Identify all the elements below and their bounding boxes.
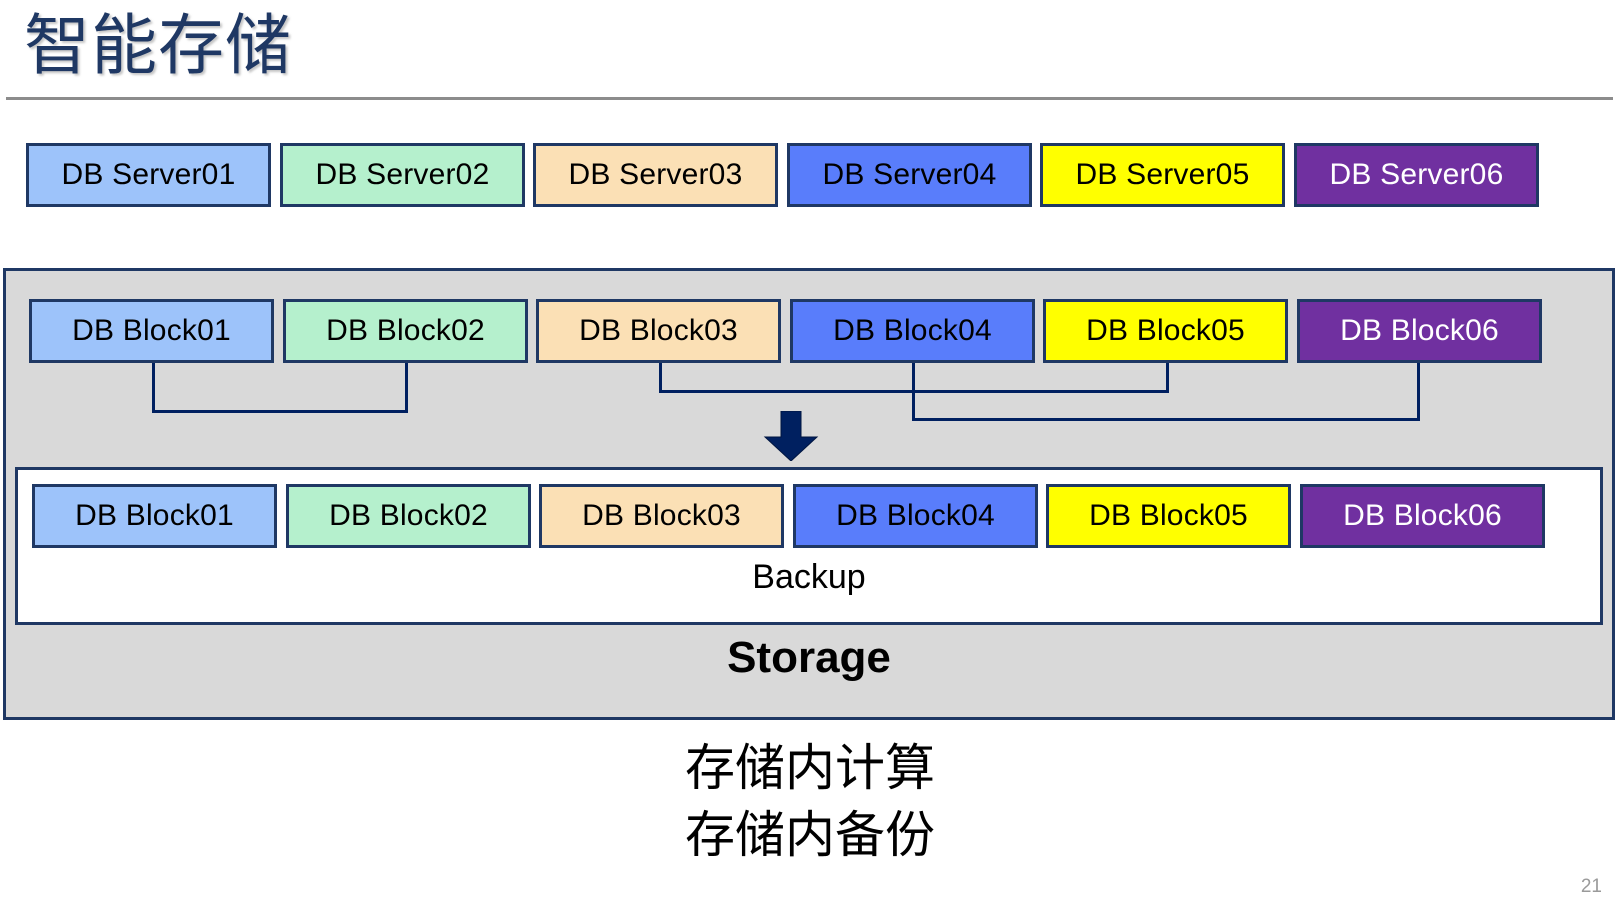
db-block-backup-label: DB Block03 bbox=[582, 499, 741, 532]
db-block-label: DB Block04 bbox=[833, 314, 992, 347]
db-server-1[interactable]: DB Server01 bbox=[26, 143, 271, 207]
connector-segment bbox=[912, 418, 1420, 421]
db-block-backup-label: DB Block04 bbox=[836, 499, 995, 532]
connector-segment bbox=[152, 410, 408, 413]
db-server-label: DB Server03 bbox=[568, 158, 743, 191]
storage-label: Storage bbox=[727, 633, 891, 682]
connector-segment bbox=[912, 363, 915, 421]
db-block-label: DB Block05 bbox=[1086, 314, 1245, 347]
down-arrow-icon bbox=[763, 411, 819, 461]
caption-line-1: 存储内计算 bbox=[685, 739, 935, 797]
db-server-label: DB Server01 bbox=[61, 158, 236, 191]
db-block-backup-6[interactable]: DB Block06 bbox=[1300, 484, 1545, 548]
db-block-5[interactable]: DB Block05 bbox=[1043, 299, 1288, 363]
caption-text: 存储内计算存储内备份 bbox=[0, 735, 1620, 868]
db-block-2[interactable]: DB Block02 bbox=[283, 299, 528, 363]
db-server-label: DB Server05 bbox=[1075, 158, 1250, 191]
db-server-5[interactable]: DB Server05 bbox=[1040, 143, 1285, 207]
db-server-label: DB Server02 bbox=[315, 158, 490, 191]
connector-segment bbox=[405, 363, 408, 413]
db-block-backup-label: DB Block05 bbox=[1089, 499, 1248, 532]
db-server-6[interactable]: DB Server06 bbox=[1294, 143, 1539, 207]
db-server-2[interactable]: DB Server02 bbox=[280, 143, 525, 207]
connector-segment bbox=[659, 363, 662, 393]
db-block-1[interactable]: DB Block01 bbox=[29, 299, 274, 363]
connector-segment bbox=[1417, 363, 1420, 421]
connector-segment bbox=[152, 363, 155, 413]
db-block-backup-1[interactable]: DB Block01 bbox=[32, 484, 277, 548]
db-block-label: DB Block06 bbox=[1340, 314, 1499, 347]
page-number: 21 bbox=[1580, 876, 1602, 897]
db-block-backup-5[interactable]: DB Block05 bbox=[1046, 484, 1291, 548]
db-block-label: DB Block03 bbox=[579, 314, 738, 347]
title-divider bbox=[6, 97, 1613, 100]
connector-segment bbox=[1166, 363, 1169, 393]
db-server-3[interactable]: DB Server03 bbox=[533, 143, 778, 207]
db-block-backup-label: DB Block02 bbox=[329, 499, 488, 532]
caption-line-2: 存储内备份 bbox=[685, 805, 935, 864]
db-block-backup-label: DB Block01 bbox=[75, 499, 234, 532]
db-block-6[interactable]: DB Block06 bbox=[1297, 299, 1542, 363]
backup-panel: DB Block01 DB Block02 DB Block03 DB Block04… bbox=[15, 467, 1603, 625]
db-server-4[interactable]: DB Server04 bbox=[787, 143, 1032, 207]
storage-container: DB Block01 DB Block02 DB Block03 DB Block04… bbox=[3, 268, 1615, 720]
db-block-backup-label: DB Block06 bbox=[1343, 499, 1502, 532]
page-title: 智能存储 bbox=[24, 8, 292, 82]
db-server-label: DB Server06 bbox=[1329, 158, 1504, 191]
db-block-4[interactable]: DB Block04 bbox=[790, 299, 1035, 363]
backup-label: Backup bbox=[752, 558, 866, 596]
db-block-label: DB Block02 bbox=[326, 314, 485, 347]
db-block-backup-4[interactable]: DB Block04 bbox=[793, 484, 1038, 548]
db-block-label: DB Block01 bbox=[72, 314, 231, 347]
db-block-3[interactable]: DB Block03 bbox=[536, 299, 781, 363]
db-block-backup-2[interactable]: DB Block02 bbox=[286, 484, 531, 548]
db-block-backup-3[interactable]: DB Block03 bbox=[539, 484, 784, 548]
db-server-label: DB Server04 bbox=[822, 158, 997, 191]
